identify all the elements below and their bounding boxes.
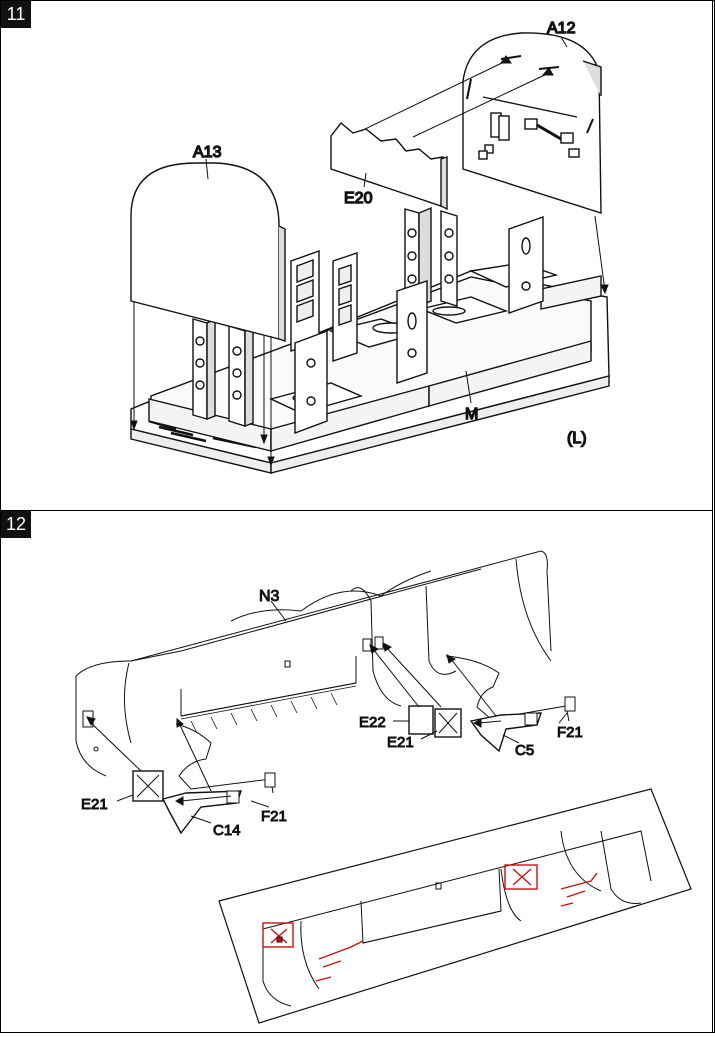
label-n3: N3 — [259, 588, 280, 605]
label-e21-right: E21 — [387, 734, 414, 751]
step-number-badge: 11 — [1, 1, 31, 28]
label-e20: E20 — [344, 190, 373, 207]
label-a12: A12 — [547, 20, 576, 37]
bulkhead-a12-part — [462, 32, 602, 214]
step-12-diagram: N3 E22 E21 F21 C5 E21 F21 C14 — [75, 550, 692, 1024]
assembly-arrows — [86, 642, 502, 806]
label-e21-left: E21 — [81, 796, 108, 813]
step-number-badge: 12 — [1, 511, 31, 538]
label-side: (L) — [567, 430, 587, 447]
right-mount-assembly — [408, 655, 576, 753]
label-m: M — [465, 406, 478, 423]
step-12-panel: 12 — [0, 510, 713, 1033]
fuselage-n3-part — [75, 550, 552, 777]
inset-detail-view — [218, 788, 692, 1024]
panel-e20-part — [330, 121, 448, 211]
label-f21-left: F21 — [261, 808, 287, 825]
label-f21-right: F21 — [557, 724, 583, 741]
assembly-arrows — [130, 55, 609, 467]
step-11-diagram: A13 A12 E20 M (L) — [130, 19, 610, 474]
step-11-panel: 11 — [0, 0, 713, 511]
label-c14: C14 — [213, 822, 241, 839]
frame-ribs — [192, 206, 544, 435]
left-mount-assembly — [132, 723, 276, 835]
label-c5: C5 — [515, 742, 534, 759]
bulkhead-a13-part — [130, 162, 286, 342]
label-e22: E22 — [359, 714, 386, 731]
label-a13: A13 — [193, 144, 222, 161]
